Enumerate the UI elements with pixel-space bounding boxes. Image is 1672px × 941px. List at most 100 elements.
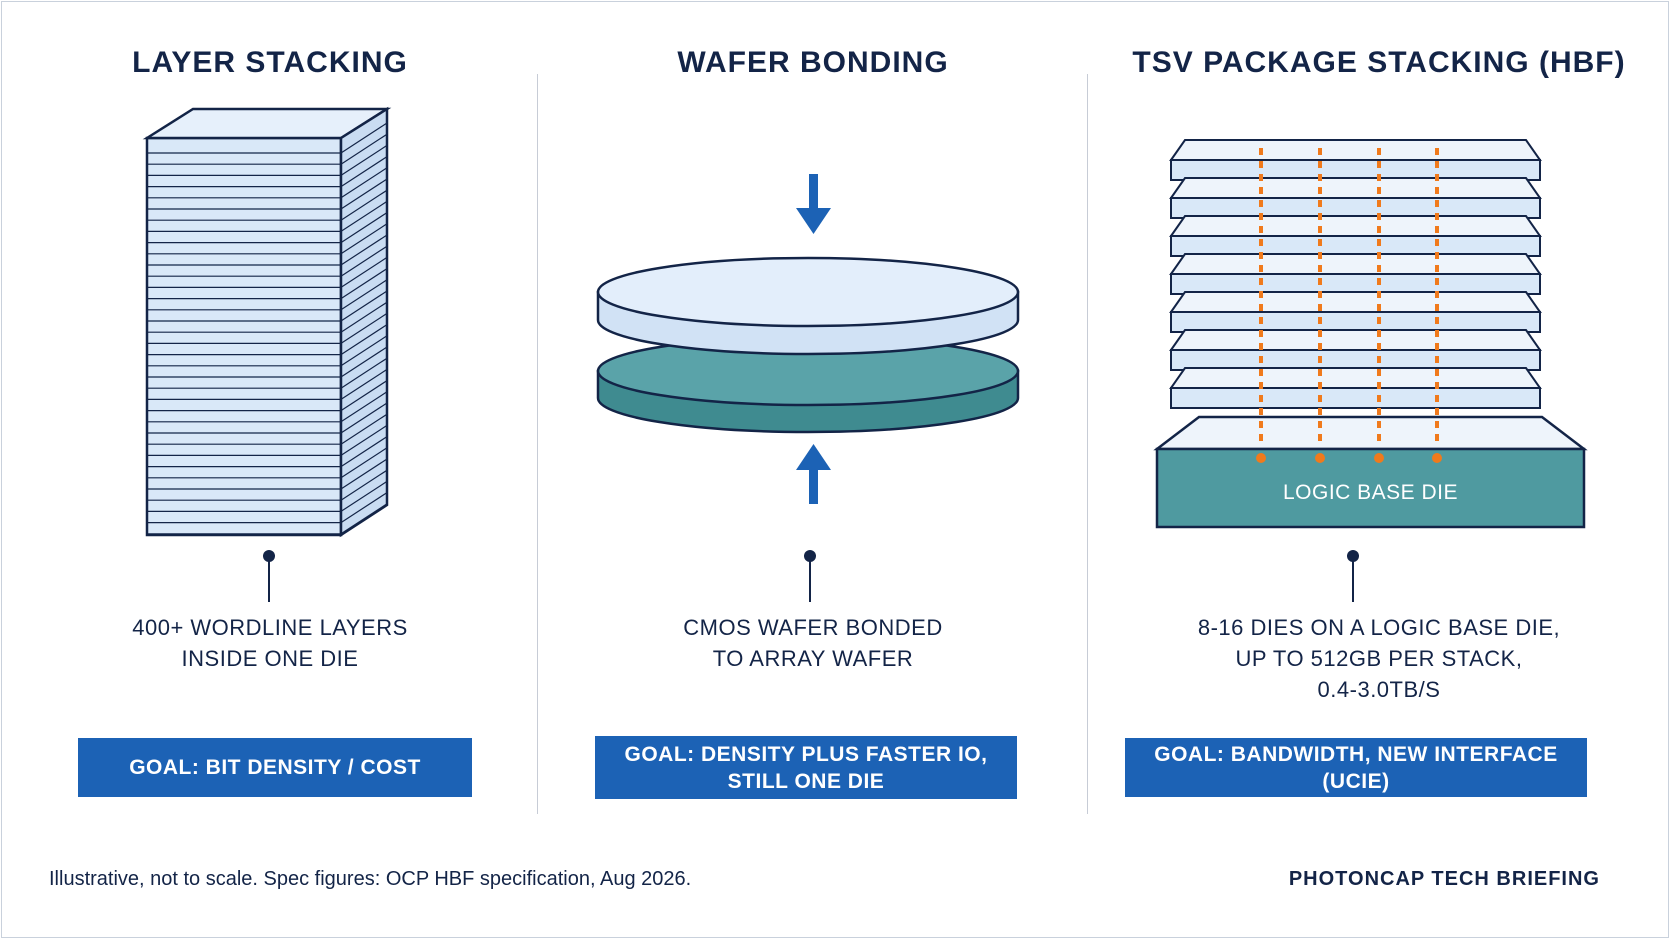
tsv-segment [1435,330,1439,337]
wordline-layer-side [340,492,388,524]
arrow-down-icon [796,174,831,234]
tsv-segment [1435,408,1439,415]
tsv-segment [1377,174,1381,181]
tsv-segment [1435,343,1439,350]
tsv-segment [1377,291,1381,298]
tsv-segment [1318,213,1322,220]
tsv-segment [1259,408,1263,415]
tsv-segment [1435,278,1439,285]
wordline-layer-side [340,368,388,400]
wordline-layer-side [340,402,388,434]
tsv-segment [1435,434,1439,441]
tsv-stacking-title: TSV PACKAGE STACKING (HBF) [1132,46,1626,79]
tsv-segment [1435,304,1439,311]
wordline-layer-side [340,245,388,277]
wordline-layer-side [340,324,388,356]
tsv-segment [1259,317,1263,324]
tsv-bump [1256,453,1266,463]
memory-die-top [1169,253,1542,275]
wordline-layer-side [340,122,388,154]
tsv-segment [1318,187,1322,194]
tsv-segment [1435,382,1439,389]
tsv-segment [1435,395,1439,402]
wordline-layer-side [340,391,388,423]
tsv-segment [1377,239,1381,246]
tsv-segment [1435,200,1439,207]
wordline-layer-side [340,458,388,490]
tsv-segment [1259,174,1263,181]
tsv-segment [1259,252,1263,259]
tsv-segment [1259,382,1263,389]
tsv-segment [1259,226,1263,233]
wordline-layer-side [340,290,388,322]
tsv-segment [1318,434,1322,441]
tsv-segment [1318,395,1322,402]
tsv-segment [1259,265,1263,272]
tsv-segment [1377,330,1381,337]
tsv-segment [1318,408,1322,415]
tsv-segment [1377,343,1381,350]
tsv-segment [1435,187,1439,194]
tsv-segment [1259,213,1263,220]
tsv-segment [1259,421,1263,428]
tsv-segment [1259,200,1263,207]
tsv-segment [1318,382,1322,389]
tsv-segment [1435,148,1439,155]
memory-die-top [1169,291,1542,313]
wafer-bonding-description: CMOS WAFER BONDED TO ARRAY WAFER [538,612,1088,674]
arrow-up-icon [796,444,831,504]
description-line: INSIDE ONE DIE [181,646,359,671]
tsv-segment [1377,369,1381,376]
tsv-segment [1318,330,1322,337]
tsv-segment [1259,148,1263,155]
tsv-segment [1259,161,1263,168]
wafer-bonding-title: WAFER BONDING [677,46,949,79]
tsv-segment [1259,330,1263,337]
cmos-wafer [596,256,1020,356]
tsv-segment [1318,200,1322,207]
tsv-segment [1318,239,1322,246]
memory-die-top [1169,215,1542,237]
wordline-layer-side [340,503,388,535]
logic-base-die [1155,447,1586,529]
tsv-segment [1435,369,1439,376]
layer-stack-illustration [142,106,392,562]
tsv-segment [1435,161,1439,168]
tsv-segment [1377,278,1381,285]
tsv-segment [1377,187,1381,194]
tsv-segment [1318,421,1322,428]
tsv-segment [1259,304,1263,311]
tsv-segment [1377,408,1381,415]
tsv-segment [1377,213,1381,220]
footer-note: Illustrative, not to scale. Spec figures… [49,868,692,890]
memory-dies [1169,139,1542,409]
tsv-segment [1318,278,1322,285]
tsv-segment [1259,291,1263,298]
tsv-segment [1318,252,1322,259]
description-line: 8-16 DIES ON A LOGIC BASE DIE, [1197,615,1561,640]
tsv-segment [1259,434,1263,441]
wordline-layer-side [340,413,388,445]
tsv-segment [1318,226,1322,233]
tsv-segment [1259,395,1263,402]
tsv-segment [1377,356,1381,363]
wordline-layer-side [340,346,388,378]
tsv-stacking-column: TSV PACKAGE STACKING (HBF) LOGIC BASE DI… [1088,2,1670,939]
memory-die [1170,387,1541,409]
tsv-segment [1259,369,1263,376]
description-line: TO ARRAY WAFER [712,646,914,671]
tsv-segment [1377,421,1381,428]
tsv-segment [1377,148,1381,155]
wordline-layer-side [340,212,388,244]
tsv-segment [1259,356,1263,363]
wordline-layer-side [340,200,388,232]
tsv-segment [1318,369,1322,376]
base-die-label: LOGIC BASE DIE [1282,481,1459,504]
wordline-layer-side [340,424,388,456]
layer-stacking-goal-badge: GOAL: BIT DENSITY / COST [78,738,472,797]
tsv-bump [1374,453,1384,463]
wordline-layer-side [340,189,388,221]
memory-die-top [1169,329,1542,351]
wordline-layer-side [340,335,388,367]
